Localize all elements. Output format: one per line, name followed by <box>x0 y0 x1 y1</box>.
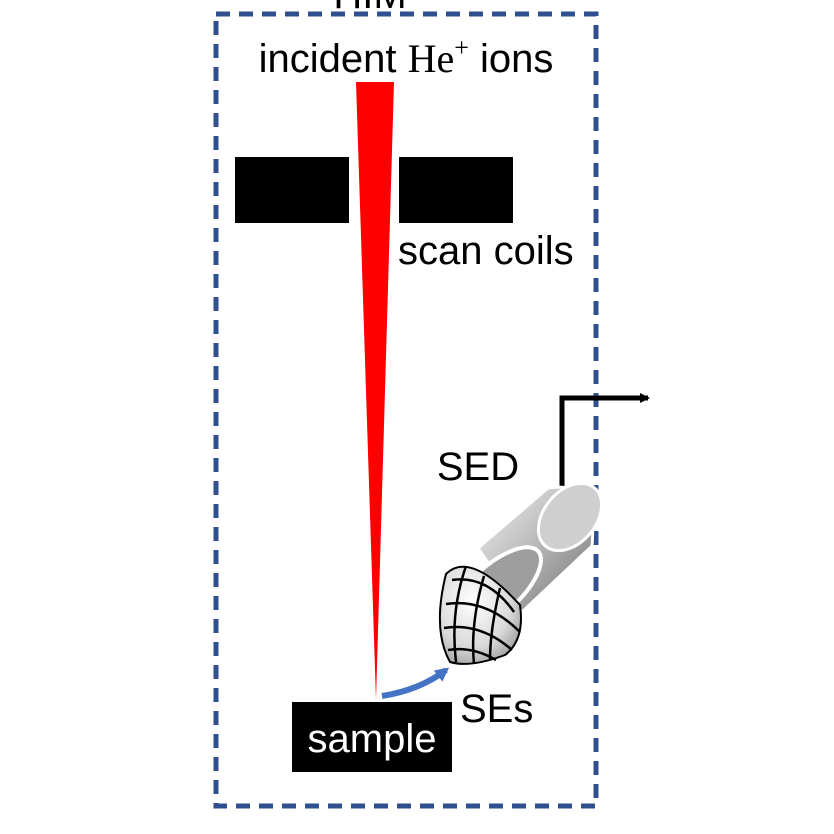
se-arrow <box>381 667 450 699</box>
incident-ions-label: incident He+ ions <box>259 33 554 81</box>
ses-label: SEs <box>460 687 533 731</box>
sed-detector <box>438 481 604 665</box>
him-frame <box>213 11 599 809</box>
scan-coil-left <box>235 157 349 223</box>
sed-grid-mesh <box>443 565 521 665</box>
sed-label: SED <box>437 445 519 489</box>
sample-label: sample <box>308 717 437 761</box>
signal-out-arrow <box>559 393 650 500</box>
ion-beam <box>356 82 394 700</box>
scan-coils-label: scan coils <box>398 229 574 273</box>
sample-block <box>292 702 452 772</box>
scan-coil-right <box>399 157 513 223</box>
